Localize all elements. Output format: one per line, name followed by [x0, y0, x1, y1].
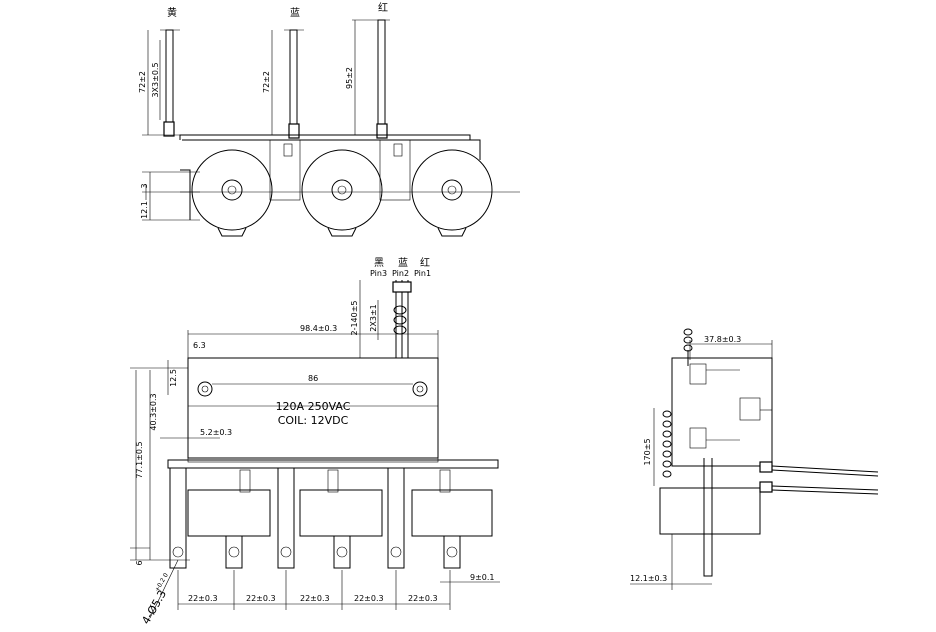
pin-label-2: Pin2 [392, 269, 409, 278]
coil-block-1 [187, 469, 271, 537]
top-wire-label-red: 红 [378, 1, 388, 14]
relay-coil-label: COIL: 12VDC [278, 414, 349, 427]
pin-label-3: Pin3 [370, 269, 387, 278]
top-dimensions [142, 20, 356, 221]
top-lead-wires [160, 19, 390, 139]
front-dim-width: 98.4±0.3 [300, 324, 337, 333]
front-bottom-dimensions [149, 559, 500, 619]
front-dim-pitch-3: 22±0.3 [300, 594, 330, 603]
top-dim-lead-3: 95±2 [345, 67, 354, 89]
front-dim-total-height: 77.1±0.5 [135, 441, 144, 478]
front-dim-twist: 2X3±1 [369, 304, 378, 331]
front-dim-body-height: 40.3±0.3 [149, 393, 158, 430]
side-body [659, 357, 773, 577]
bus-bar [167, 457, 499, 469]
top-dim-3: 3 [140, 183, 149, 188]
front-left-dimensions [130, 360, 220, 561]
top-dim-lead-2: 72±2 [262, 71, 271, 93]
top-dim-lead-1: 72±2 [138, 71, 147, 93]
side-lead-twist [683, 328, 693, 366]
front-wire-label-blue: 蓝 [398, 257, 408, 269]
front-dim-height-top: 12.5 [169, 369, 178, 387]
side-dim-base: 12.1±0.3 [630, 574, 667, 583]
front-lead-wires [392, 280, 412, 358]
front-view: 黑 蓝 红 Pin3 Pin2 Pin1 2-140±5 2X3±1 98.4±… [130, 256, 500, 627]
front-dim-bottom-6: 6 [135, 560, 144, 565]
top-view: 黄 蓝 红 72±2 3X3±0.5 [138, 1, 520, 237]
top-core-2 [301, 149, 383, 237]
front-dim-pitch-1: 22±0.3 [188, 594, 218, 603]
front-dim-lead: 2-140±5 [350, 300, 359, 335]
top-wire-label-yellow: 黄 [167, 6, 177, 19]
top-dim-twist: 3X3±0.5 [151, 62, 160, 97]
coil-block-2 [299, 469, 383, 537]
top-core-1 [191, 149, 273, 237]
front-dim-hole: 4-Ø5.3 [139, 588, 169, 627]
coil-block-3 [411, 469, 493, 537]
side-dim-lead: 170±5 [643, 438, 652, 465]
front-wire-label-red: 红 [420, 256, 430, 269]
front-dim-hole-pitch: 86 [308, 374, 318, 383]
front-wire-label-black: 黑 [374, 257, 384, 269]
front-dim-terminal: 9±0.1 [470, 573, 495, 582]
side-dim-depth: 37.8±0.3 [704, 335, 741, 344]
side-right-leads [759, 461, 879, 495]
pin-label-1: Pin1 [414, 269, 431, 278]
terminal-legs [169, 467, 461, 569]
front-dim-pitch-2: 22±0.3 [246, 594, 276, 603]
side-lead-coil [662, 410, 672, 478]
front-dim-pitch-4: 22±0.3 [354, 594, 384, 603]
top-dim-12-1: 12.1 [140, 201, 149, 219]
front-dim-offset: 5.2±0.3 [200, 428, 232, 437]
side-view: 37.8±0.3 170±5 [630, 328, 879, 590]
top-housing [179, 134, 520, 220]
top-wire-label-blue: 蓝 [290, 7, 300, 19]
front-dim-edge: 6.3 [193, 341, 206, 350]
relay-body: 86 120A 250VAC COIL: 12VDC [187, 357, 439, 459]
front-dim-pitch-5: 22±0.3 [408, 594, 438, 603]
top-core-3 [411, 149, 493, 237]
relay-rating-label: 120A 250VAC [276, 400, 351, 413]
